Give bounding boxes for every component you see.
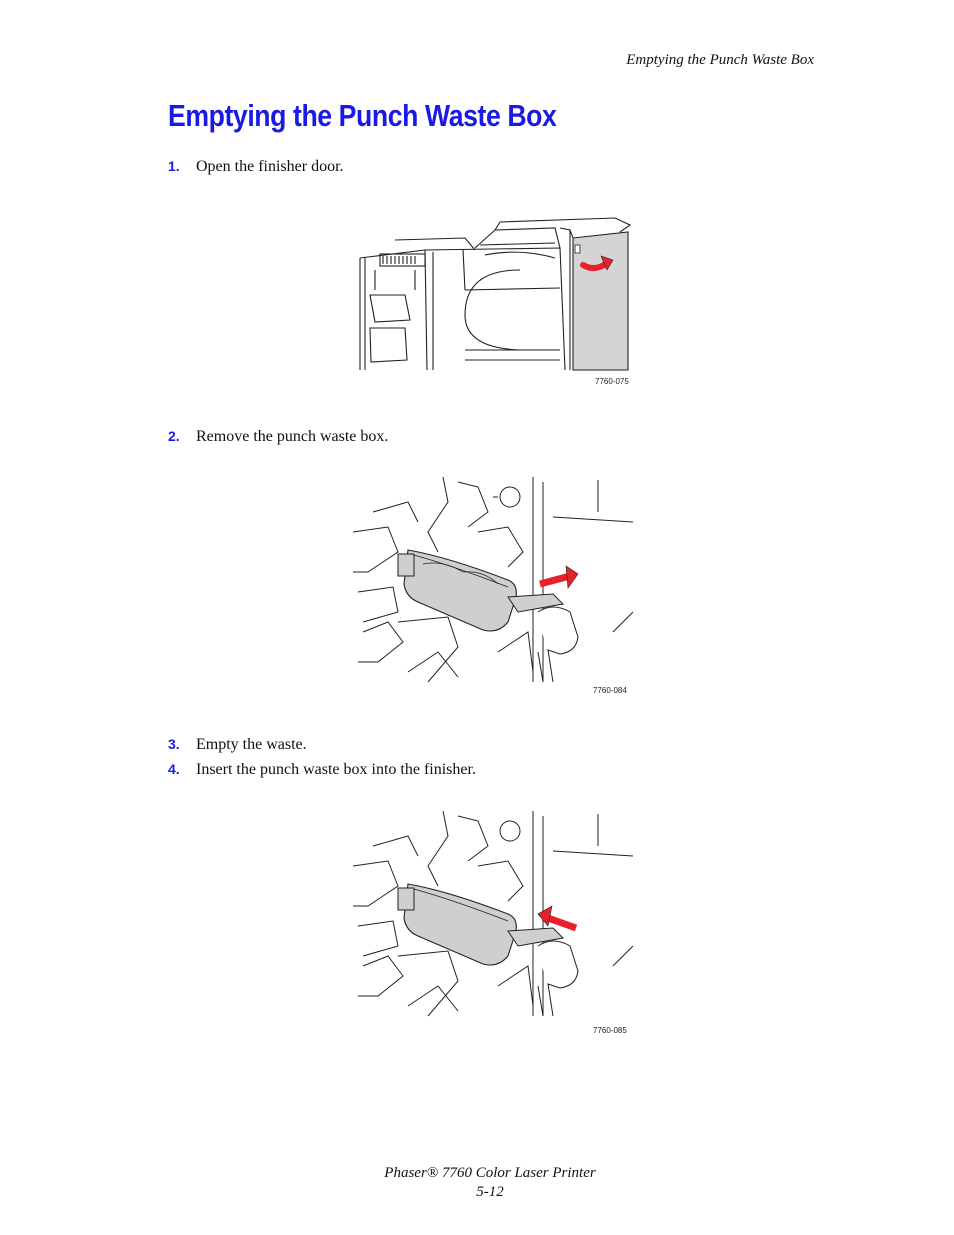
step-text: Insert the punch waste box into the fini… [196,761,476,778]
step-number: 4. [168,761,180,777]
figure-code: 7760-084 [593,686,627,695]
finisher-door [572,231,629,371]
step-number: 1. [168,158,180,174]
figure-open-finisher-door: 7760-075 [345,210,640,386]
printer-illustration [359,217,632,371]
red-arrow-icon [546,914,578,932]
hand [537,606,579,683]
step-text: Empty the waste. [196,736,307,753]
step-3: 3. Empty the waste. [168,736,307,754]
waste-box [403,883,517,966]
waste-box [403,549,517,632]
footer-product: Phaser® 7760 Color Laser Printer [384,1165,596,1181]
punch-waste-box-illustration [352,476,634,683]
step-text: Remove the punch waste box. [196,428,389,445]
figure-code: 7760-075 [595,377,629,386]
step-number: 2. [168,428,180,444]
figure-insert-waste-box: 7760-085 [348,806,638,1035]
step-number: 3. [168,736,180,752]
step-text: Open the finisher door. [196,158,344,175]
punch-waste-box-insert-illustration [352,810,634,1017]
step-4: 4. Insert the punch waste box into the fi… [168,761,476,779]
page-title: Emptying the Punch Waste Box [168,98,557,133]
red-arrow-icon [539,572,571,588]
figure-code: 7760-085 [593,1026,627,1035]
hand [537,940,579,1017]
running-header: Emptying the Punch Waste Box [626,52,814,68]
footer-page-number: 5-12 [476,1184,504,1200]
figure-remove-waste-box: 7760-084 [348,472,638,695]
step-2: 2. Remove the punch waste box. [168,428,388,446]
page-footer: Phaser® 7760 Color Laser Printer 5-12 [0,1164,954,1202]
step-1: 1. Open the finisher door. [168,158,344,176]
